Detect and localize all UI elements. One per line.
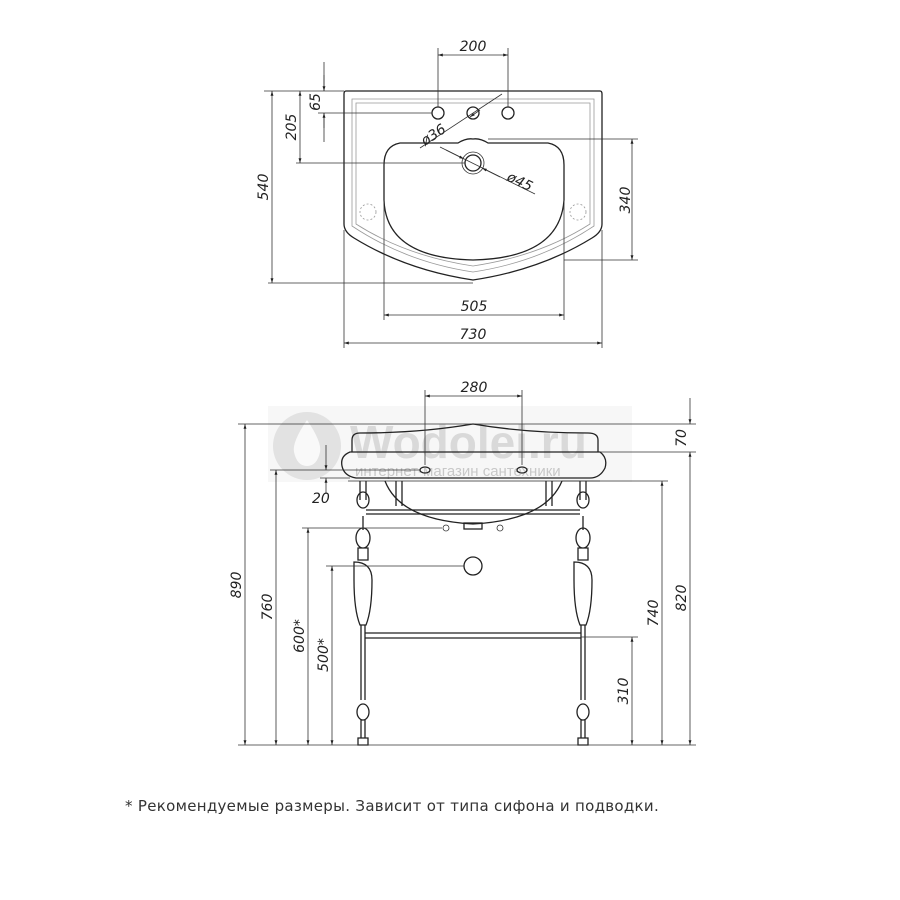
- bowl-outline: [383, 138, 565, 261]
- tap-hole-left: [431, 106, 445, 120]
- svg-text:505: 505: [461, 299, 488, 315]
- svg-text:730: 730: [460, 327, 487, 343]
- svg-text:540: 540: [256, 174, 272, 201]
- svg-text:600*: 600*: [292, 619, 308, 653]
- tap-hole-right: [501, 106, 515, 120]
- svg-text:740: 740: [646, 600, 662, 627]
- towel-bar: [365, 632, 581, 639]
- svg-text:310: 310: [616, 678, 632, 705]
- svg-text:280: 280: [461, 380, 488, 396]
- footnote: * Рекомендуемые размеры. Зависит от типа…: [125, 797, 660, 815]
- drain-outlet: [463, 556, 483, 576]
- watermark: Wodolei.ru интернет-магазин сантехники: [268, 406, 632, 482]
- leg-left: [353, 481, 373, 746]
- tap-hole-center: [466, 106, 480, 120]
- basin-body: [341, 451, 607, 479]
- leg-right: [573, 481, 593, 746]
- svg-text:820: 820: [674, 585, 690, 612]
- top-rail: [366, 509, 580, 515]
- top-view: 200 65 205 540 ø36 ø45 340 505 730: [256, 39, 638, 348]
- bowl-underside: [384, 480, 563, 525]
- svg-text:70: 70: [674, 429, 690, 447]
- svg-text:200: 200: [460, 39, 487, 55]
- svg-text:65: 65: [308, 93, 324, 111]
- svg-text:890: 890: [229, 572, 245, 599]
- basin-outline: [343, 90, 603, 281]
- svg-text:500*: 500*: [316, 638, 332, 672]
- svg-text:760: 760: [260, 594, 276, 621]
- svg-text:ø36: ø36: [417, 121, 449, 150]
- svg-text:205: 205: [284, 114, 300, 141]
- side-view: 280 70 820 740 310 890 760 20 600* 500*: [229, 380, 696, 746]
- svg-text:20: 20: [312, 491, 330, 507]
- svg-text:интернет-магазин сантехники: интернет-магазин сантехники: [355, 463, 561, 480]
- svg-text:340: 340: [618, 187, 634, 214]
